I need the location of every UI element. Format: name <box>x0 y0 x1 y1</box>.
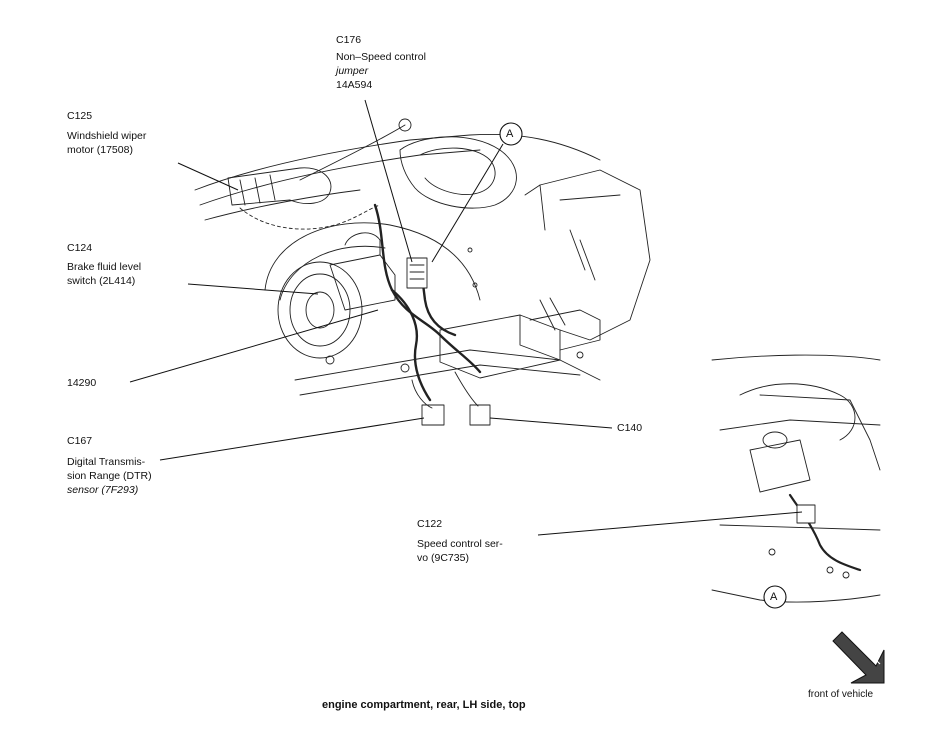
label-c124-line1: Brake fluid level <box>67 261 142 273</box>
leader-c124 <box>187 283 319 295</box>
connector-c140 <box>469 404 491 426</box>
wiper-motor <box>227 167 332 206</box>
leader-c122 <box>537 511 803 536</box>
label-c176-code: C176 <box>336 34 362 46</box>
label-c140: C140 <box>617 422 643 434</box>
callout-a-inset-circle <box>763 585 787 609</box>
label-14290: 14290 <box>67 377 97 389</box>
callout-a-main: A <box>506 128 514 140</box>
callout-a-main-circle <box>499 122 523 146</box>
strut-tower <box>399 136 517 209</box>
label-c122-code: C122 <box>417 518 443 530</box>
master-cylinder <box>329 254 396 311</box>
callout-a-inset: A <box>770 591 778 603</box>
label-c122-line1: Speed control ser- <box>417 538 503 550</box>
front-of-vehicle-label: front of vehicle <box>808 689 874 700</box>
label-c125-line1: Windshield wiper <box>67 130 147 142</box>
label-c124-line2: switch (2L414) <box>67 275 136 287</box>
front-of-vehicle-arrow-icon <box>832 629 885 684</box>
label-c125-code: C125 <box>67 110 93 122</box>
label-c176-line2: jumper <box>336 65 369 77</box>
connector-c167 <box>421 404 445 426</box>
figure-caption: engine compartment, rear, LH side, top <box>322 699 526 711</box>
leader-14290 <box>129 309 379 383</box>
wiper-harness <box>239 204 381 230</box>
leader-c167 <box>159 417 425 461</box>
label-c122-line2: vo (9C735) <box>417 552 469 564</box>
label-c176-line1: Non–Speed control <box>336 51 426 63</box>
label-c176-line3: 14A594 <box>336 79 373 91</box>
brake-booster <box>277 261 363 359</box>
leader-a-main <box>431 143 504 263</box>
label-c167-line1: Digital Transmis- <box>67 456 146 468</box>
wheelhouse-arch <box>264 222 481 301</box>
leader-c125 <box>177 162 239 191</box>
leader-c176 <box>364 99 413 263</box>
main-harness <box>373 203 482 374</box>
leader-c140 <box>489 417 613 429</box>
connector-c122 <box>796 504 816 524</box>
label-c125-line2: motor (17508) <box>67 144 133 156</box>
inset-servo-bracket <box>749 439 811 493</box>
label-c167-line3: sensor (7F293) <box>67 484 139 496</box>
cowl-panel <box>194 133 601 191</box>
fender-apron <box>539 169 651 341</box>
inset-outline <box>711 354 881 603</box>
label-c167-code: C167 <box>67 435 93 447</box>
label-c124-code: C124 <box>67 242 93 254</box>
label-c167-line2: sion Range (DTR) <box>67 470 152 482</box>
connector-c176 <box>406 257 428 289</box>
frame-rail <box>294 349 601 381</box>
